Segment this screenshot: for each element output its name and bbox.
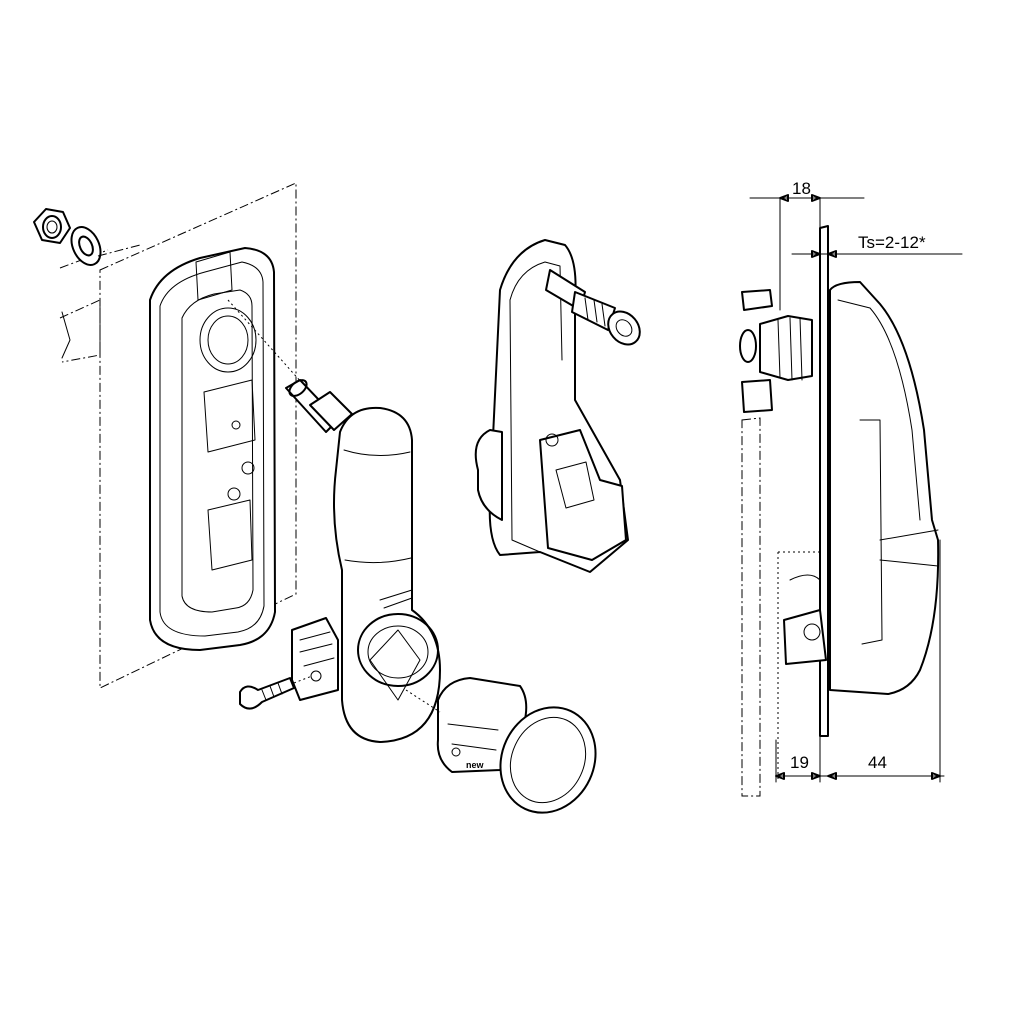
hex-nut xyxy=(33,208,71,244)
gasket-frame xyxy=(149,247,311,651)
dimension-thickness: Ts=2-12* xyxy=(791,233,963,258)
exploded-view: new xyxy=(33,182,641,814)
assembled-unit xyxy=(474,239,641,573)
door-plate xyxy=(819,225,829,737)
dimension-bottom: 19 44 xyxy=(775,539,945,783)
dimension-bottom-right-label: 44 xyxy=(868,753,887,772)
washer xyxy=(70,226,102,266)
side-view: 18 Ts=2-12* 19 44 xyxy=(739,179,963,797)
dimension-bottom-left-label: 19 xyxy=(790,753,809,772)
dimension-top-label: 18 xyxy=(792,179,811,198)
handle-body xyxy=(285,379,441,743)
dimension-top-width: 18 xyxy=(749,179,865,311)
lock-cylinder: new xyxy=(405,677,597,814)
cylinder-mark: new xyxy=(466,760,485,770)
handle-side-profile xyxy=(829,281,940,695)
dimension-thickness-label: Ts=2-12* xyxy=(858,233,926,252)
screw xyxy=(239,675,313,710)
